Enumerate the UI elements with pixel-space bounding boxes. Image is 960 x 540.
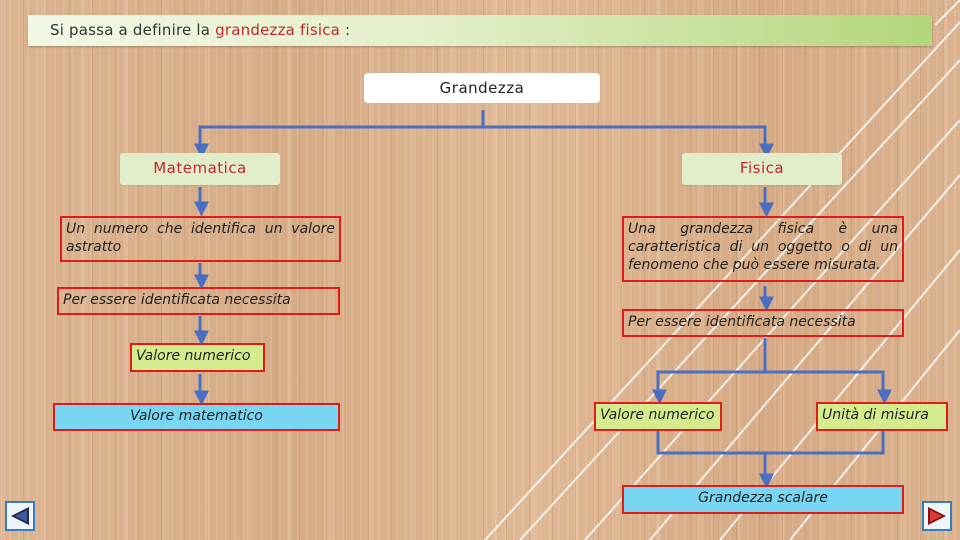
box-definition-fisica: Una grandezza fisica è una caratteristic… [622, 216, 904, 282]
box-requirement-right: Per essere identificata necessita [622, 309, 904, 337]
box-unita-di-misura: Unità di misura [816, 402, 948, 431]
box-valore-numerico-right: Valore numerico [594, 402, 722, 431]
node-fisica: Fisica [682, 153, 842, 185]
box-valore-numerico-left: Valore numerico [130, 343, 265, 372]
box-definition-matematica: Un numero che identifica un valore astra… [60, 216, 341, 262]
box-valore-matematico: Valore matematico [53, 403, 340, 431]
box-grandezza-scalare: Grandezza scalare [622, 485, 904, 514]
next-slide-button[interactable] [922, 501, 952, 531]
box-requirement-left: Per essere identificata necessita [57, 287, 340, 315]
next-arrow-icon [928, 507, 946, 525]
node-grandezza: Grandezza [364, 73, 600, 103]
title-highlight: grandezza fisica [215, 21, 341, 39]
prev-arrow-icon [11, 507, 29, 525]
prev-slide-button[interactable] [5, 501, 35, 531]
title-suffix: : [340, 21, 351, 39]
slide-title: Si passa a definire la grandezza fisica … [50, 21, 350, 39]
title-banner: Si passa a definire la grandezza fisica … [28, 15, 932, 46]
title-prefix: Si passa a definire la [50, 21, 216, 39]
node-matematica: Matematica [120, 153, 280, 185]
